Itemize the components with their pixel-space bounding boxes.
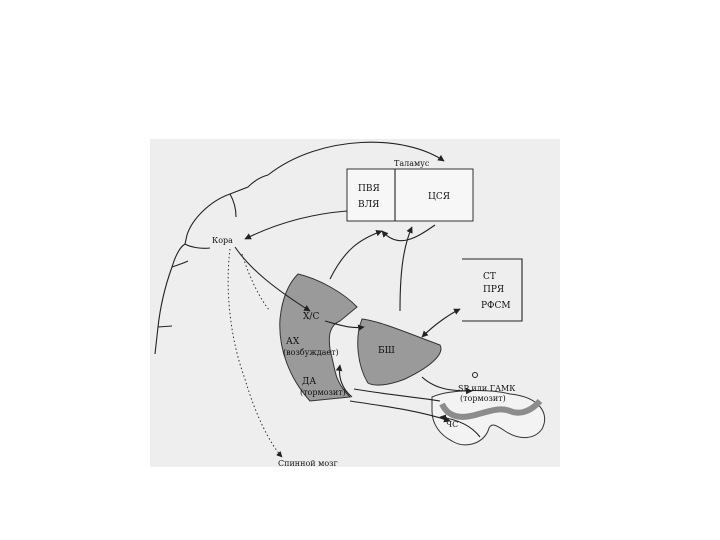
label-sp-gamk: SP или ГАМК [458, 384, 516, 393]
cortex-fold-1 [184, 243, 211, 249]
thalamus-to-cortex-arrow [244, 210, 348, 240]
label-ah: АХ [286, 337, 300, 347]
label-spinal: Спинной мозг [278, 459, 338, 467]
striatum-to-sn-1 [353, 388, 441, 402]
sp-gamk-band [439, 398, 543, 420]
cortex-fold-4 [229, 193, 237, 218]
label-da: ДА [302, 377, 316, 387]
cortex-to-striatum-arrow [234, 246, 311, 312]
label-da-note: (тормозит) [300, 388, 346, 397]
pallidus-region [357, 318, 442, 386]
label-sp-note: (тормозит) [460, 394, 506, 403]
label-prya: ПРЯ [483, 285, 504, 295]
label-cortex: Кора [212, 236, 233, 245]
thalamus-loop-arrow [267, 141, 445, 176]
pallidus-to-st-arrow [421, 308, 461, 338]
diagram-panel: Таламус ПВЯ ВЛЯ ЦСЯ Кора СТ ПРЯ РФСМ Х/С… [150, 139, 560, 467]
st-box [462, 258, 523, 322]
nucleus-dot [472, 372, 478, 378]
cortex-fold-3 [157, 325, 173, 328]
thalamus-box [346, 168, 474, 222]
label-chs: ЧС [446, 420, 458, 429]
label-ah-note: (возбуждает) [283, 348, 339, 357]
label-tsya: ЦСЯ [428, 192, 450, 202]
basal-ganglia-diagram: Таламус ПВЯ ВЛЯ ЦСЯ Кора СТ ПРЯ РФСМ Х/С… [154, 141, 546, 467]
striatum-region [279, 273, 358, 402]
striatum-down-path [241, 253, 271, 312]
substantia-nigra [431, 390, 546, 446]
label-st: СТ [483, 272, 496, 282]
label-rfsm: РФСМ [481, 301, 511, 311]
pallidus-to-pvya-return [381, 224, 436, 242]
label-vlya: ВЛЯ [358, 200, 379, 210]
sn-to-chs-arrow [439, 414, 481, 438]
da-to-striatum-arrow [335, 364, 353, 398]
pallidus-to-pvya-arrow [329, 229, 383, 280]
spinal-cord-path [227, 248, 283, 458]
pallidus-to-sn-arrow [421, 376, 473, 395]
cortex-outline [154, 174, 269, 355]
label-pvya: ПВЯ [358, 184, 380, 194]
pallidus-to-tsya-arrow [399, 226, 413, 312]
label-bsh: БШ [378, 346, 395, 356]
striatum-to-pallidus-arrow [324, 320, 365, 332]
cortex-fold-2 [171, 260, 189, 268]
label-thalamus: Таламус [394, 159, 430, 168]
label-xs: Х/С [303, 312, 319, 322]
